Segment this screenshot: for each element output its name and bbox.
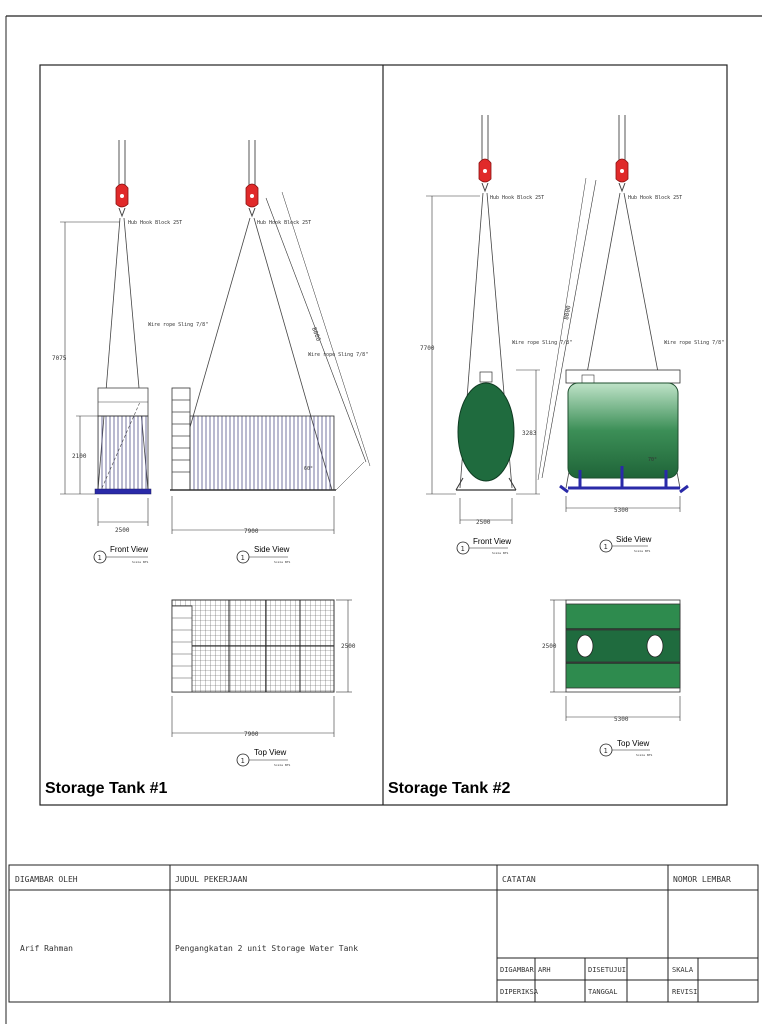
t2-front-hook-label: Hub Hook Block 25T <box>490 195 544 201</box>
tb-checked-label: DIPERIKSA <box>500 988 539 996</box>
t2-side-view-label: Side View <box>616 535 652 544</box>
t1-side-hook-label: Hub Hook Block 25T <box>257 220 311 226</box>
t1-dim-top-width: 2500 <box>341 643 356 650</box>
t2-front-view-scale: Scale NTS <box>492 551 508 555</box>
t1-dim-side-length: 7900 <box>244 528 259 535</box>
tb-scale-label: SKALA <box>672 966 694 974</box>
tb-project: Pengangkatan 2 unit Storage Water Tank <box>175 944 358 953</box>
t2-dim-front-width: 2500 <box>476 519 491 526</box>
t2-angle: 70° <box>648 457 657 463</box>
t2-side-view-number: 1 <box>604 543 608 551</box>
tank1-title: Storage Tank #1 <box>45 780 168 797</box>
tank2-front-view <box>426 114 540 524</box>
t2-side-view-scale: Scale NTS <box>634 549 650 553</box>
tb-drawn-value: ARH <box>538 966 551 974</box>
tb-drawn-by-label: DIGAMBAR OLEH <box>15 875 78 884</box>
t1-angle: 60° <box>304 466 313 472</box>
tb-date-label: TANGGAL <box>588 988 618 996</box>
t1-side-view-number: 1 <box>241 554 245 562</box>
t2-dim-side-length: 5300 <box>614 507 629 514</box>
tb-project-label: JUDUL PEKERJAAN <box>175 875 247 884</box>
t1-top-view-tag: 1 Top View Scale NTS <box>236 748 290 767</box>
tb-sheet-label: NOMOR LEMBAR <box>673 875 731 884</box>
t2-top-view-tag: 1 Top View Scale NTS <box>599 739 652 757</box>
t2-top-view-scale: Scale NTS <box>636 753 652 757</box>
t1-front-rope-label: Wire rope Sling 7/8" <box>148 322 208 328</box>
t2-front-view-number: 1 <box>461 545 465 553</box>
tank1-side-view <box>170 139 371 534</box>
tank2-top-view <box>550 599 681 721</box>
t2-dim-sling: 8000 <box>563 305 572 321</box>
t1-dim-front-width: 2500 <box>115 527 130 534</box>
tb-drawn-by: Arif Rahman <box>20 944 73 953</box>
tb-drawn-label: DIGAMBAR <box>500 966 535 974</box>
tank2-title: Storage Tank #2 <box>388 780 511 797</box>
t1-front-hook-label: Hub Hook Block 25T <box>128 220 182 226</box>
t2-front-rope-label: Wire rope Sling 7/8" <box>512 340 572 346</box>
title-block <box>8 864 759 1003</box>
t2-dim-top-length: 5300 <box>614 716 629 723</box>
t2-top-view-label: Top View <box>617 739 650 748</box>
t1-side-rope-label: Wire rope Sling 7/8" <box>308 352 368 358</box>
t1-side-view-scale: Scale NTS <box>274 560 290 564</box>
tb-revision-label: REVISI <box>672 988 697 996</box>
t1-dim-height-tank: 2100 <box>72 453 87 460</box>
t2-side-rope-label: Wire rope Sling 7/8" <box>664 340 724 346</box>
t2-side-view-tag: 1 Side View Scale NTS <box>599 535 652 553</box>
tb-approved-label: DISETUJUI <box>588 966 626 974</box>
t1-dim-sling: 8000 <box>310 326 322 342</box>
tank2-side-view <box>537 114 689 512</box>
t1-dim-top-length: 7900 <box>244 731 259 738</box>
t2-dim-height-tank: 3283 <box>522 430 537 437</box>
t2-top-view-number: 1 <box>604 747 608 755</box>
t2-side-hook-label: Hub Hook Block 25T <box>628 195 682 201</box>
t1-top-view-number: 1 <box>241 757 245 765</box>
t1-side-view-label: Side View <box>254 545 290 554</box>
tank1-front-view <box>60 139 152 526</box>
t2-front-view-tag: 1 Front View Scale NTS <box>456 537 511 555</box>
t1-top-view-scale: Scale NTS <box>274 763 290 767</box>
t1-front-view-scale: Scale NTS <box>132 560 148 564</box>
t1-dim-height-total: 7075 <box>52 355 67 362</box>
t1-side-view-tag: 1 Side View Scale NTS <box>236 545 290 564</box>
tank1-top-view <box>171 599 352 737</box>
t2-dim-top-width: 2500 <box>542 643 557 650</box>
t1-front-view-label: Front View <box>110 545 148 554</box>
tb-notes-label: CATATAN <box>502 875 536 884</box>
t2-front-view-label: Front View <box>473 537 511 546</box>
t1-front-view-number: 1 <box>98 554 102 562</box>
t2-dim-height-total: 7700 <box>420 345 435 352</box>
t1-front-view-tag: 1 Front View Scale NTS <box>93 545 148 564</box>
t1-top-view-label: Top View <box>254 748 287 757</box>
